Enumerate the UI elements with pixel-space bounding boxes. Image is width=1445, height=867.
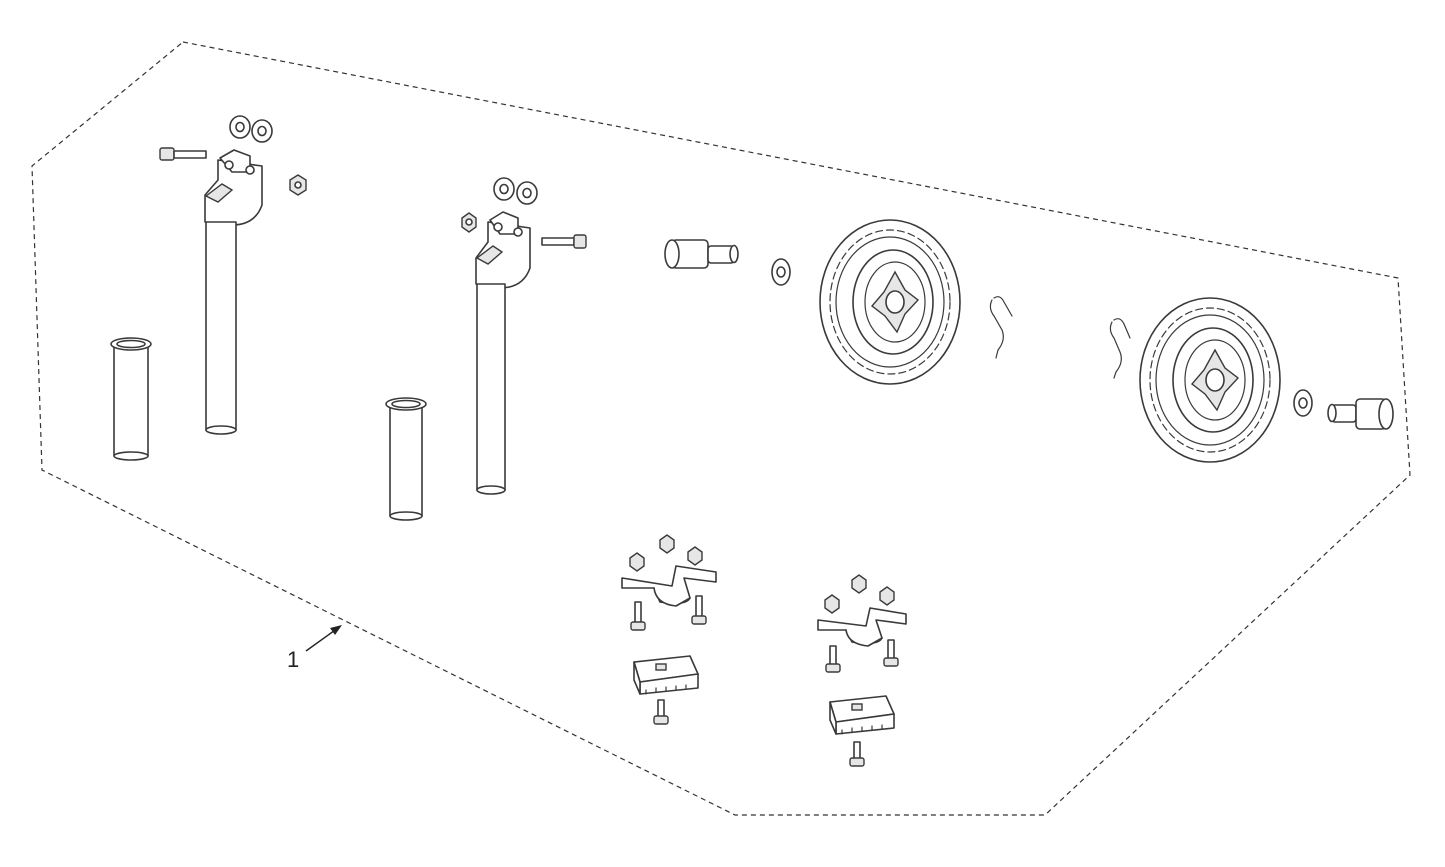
- left-leg-assembly: [110, 115, 307, 461]
- center-leg-nut: [461, 212, 477, 233]
- center-leg-assembly: [385, 177, 587, 521]
- center-leg-tube: [476, 283, 506, 495]
- center-leg-bracket: [475, 211, 531, 289]
- foot-set-left-foot-bolt: [653, 699, 669, 725]
- foot-set-right-bolts: [825, 639, 899, 673]
- left-leg-tube: [205, 221, 237, 435]
- right-hitch-pin-clip: [1109, 318, 1131, 379]
- kit-boundary-outline: [31, 41, 1411, 816]
- left-hitch-pin-clip: [989, 296, 1013, 359]
- foot-set-right-nuts: [824, 574, 895, 614]
- right-wheel: [1139, 297, 1281, 463]
- callout-1: 1: [287, 625, 342, 672]
- left-leg-sleeve: [110, 337, 152, 461]
- left-leg-nut: [289, 174, 307, 196]
- foot-set-left-nuts: [629, 534, 703, 572]
- callout-1-label: 1: [287, 647, 299, 672]
- right-axle-pin: [1327, 398, 1394, 430]
- foot-set-left-bracket: [621, 565, 717, 607]
- left-leg-bolt: [159, 147, 207, 161]
- callout-1-arrowhead: [330, 625, 342, 635]
- foot-set-left-bolts: [630, 595, 707, 631]
- center-leg-washers: [493, 177, 538, 205]
- left-leg-washers: [229, 115, 273, 143]
- center-leg-bolt: [541, 234, 587, 249]
- left-wheel: [819, 219, 961, 385]
- left-axle-washer: [771, 258, 791, 286]
- right-axle-washer: [1293, 389, 1313, 417]
- foot-set-right: [817, 574, 907, 767]
- foot-set-right-bracket: [817, 607, 907, 647]
- foot-set-left-rubber-foot: [633, 655, 699, 695]
- foot-set-right-foot-bolt: [849, 741, 865, 767]
- left-leg-bracket: [204, 149, 263, 226]
- foot-set-left: [621, 534, 717, 725]
- center-leg-sleeve: [385, 397, 427, 521]
- left-axle-pin: [664, 239, 739, 269]
- foot-set-right-rubber-foot: [829, 695, 895, 735]
- callout-1-leader-line: [305, 627, 339, 652]
